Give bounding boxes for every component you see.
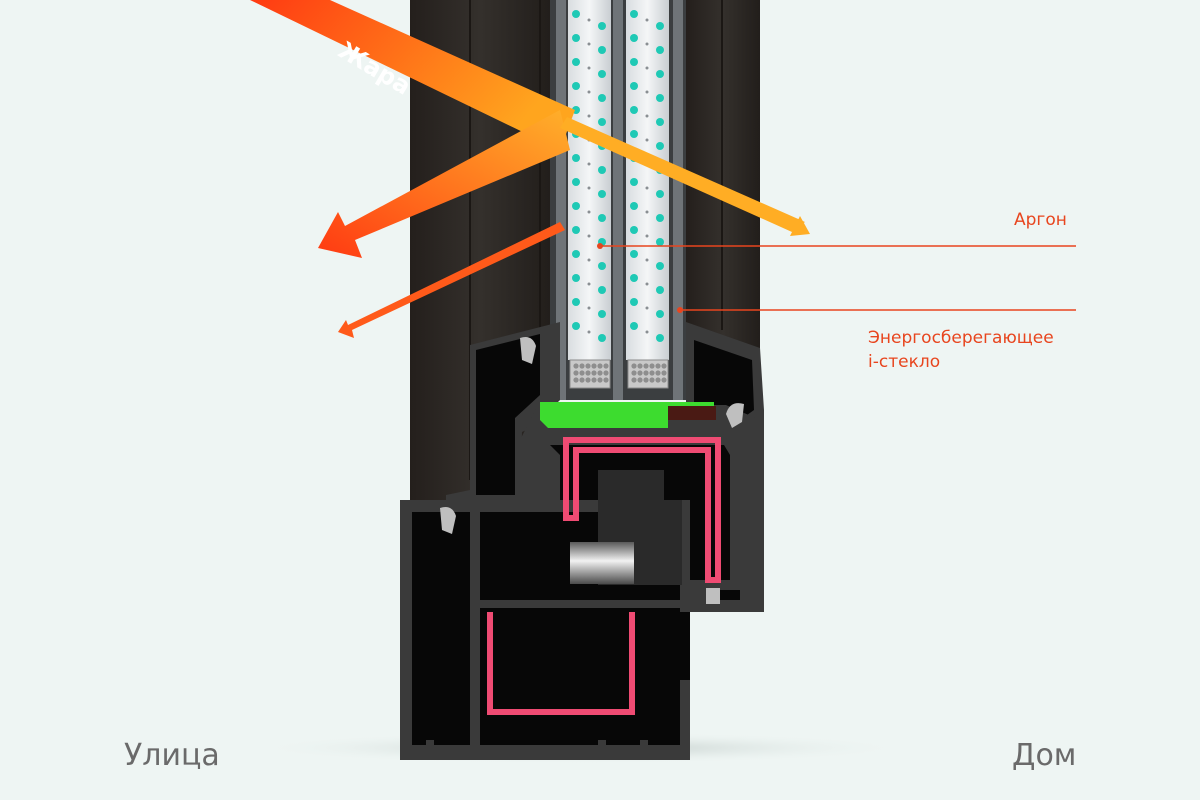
heat-rays [250, 0, 810, 338]
seal-top-right [726, 403, 744, 428]
glass-unit [550, 0, 686, 400]
outside-label: Улица [124, 738, 220, 773]
inside-label: Дом [1012, 738, 1077, 773]
energy-saving-glass-label-line1: Энергосберегающее [868, 328, 1054, 348]
seal-top-left [520, 337, 536, 364]
heat-ray-passing [560, 117, 805, 232]
seal-left [440, 507, 456, 534]
heat-ray-reflected-lower [338, 222, 565, 338]
reinforcement-lower [487, 612, 635, 715]
callout-lines [597, 243, 1076, 313]
seal-right [706, 588, 720, 604]
energy-saving-glass-label-line2: i-стекло [868, 352, 941, 372]
reinforcement-upper [563, 437, 721, 583]
argon-label: Аргон [1014, 210, 1067, 230]
heat-ray-incoming [250, 0, 575, 150]
heat-ray-reflected [318, 110, 570, 258]
energy-saving-glass-label: Энергосберегающее i-стекло [868, 326, 1054, 374]
fitting-hardware [570, 542, 634, 584]
pvc-profile [400, 322, 764, 760]
